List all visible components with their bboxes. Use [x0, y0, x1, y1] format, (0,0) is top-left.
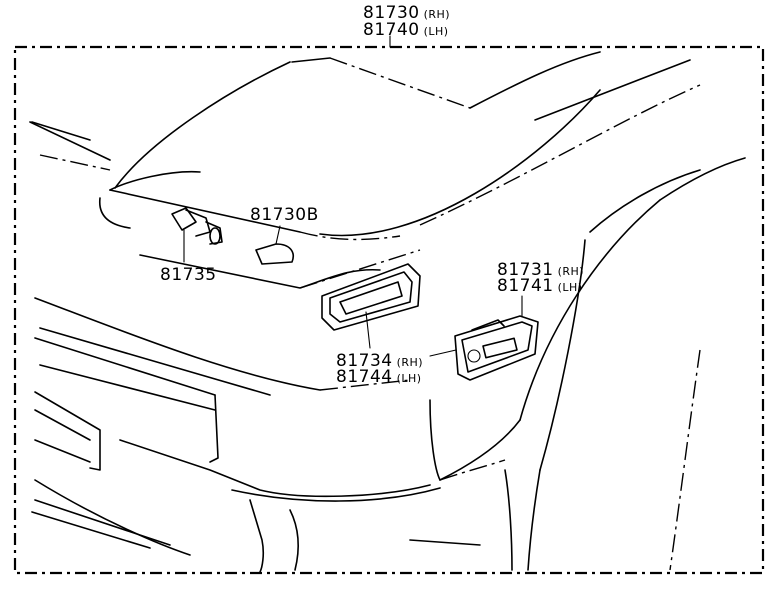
- label-gasket-lh: 81744(LH): [336, 368, 422, 388]
- side-rh: (RH): [396, 356, 424, 369]
- label-socket: 81735: [160, 266, 217, 284]
- part-number-81730b: 81730B: [250, 205, 319, 225]
- assembly-frame: [13, 45, 765, 575]
- part-number-81735: 81735: [160, 265, 217, 285]
- bulb-part: [255, 225, 294, 265]
- part-number-81741: 81741: [497, 276, 554, 296]
- lens-part: [429, 295, 539, 381]
- label-lens-lh: 81741(LH): [497, 277, 583, 297]
- part-number-81734: 81734: [336, 351, 393, 371]
- side-lh: (LH): [423, 25, 449, 38]
- label-lens-rh: 81731(RH): [497, 261, 584, 281]
- part-number-81731: 81731: [497, 260, 554, 280]
- label-main-assembly: 81730(RH): [363, 4, 450, 24]
- part-number-81730: 81730: [363, 3, 420, 23]
- side-rh: (RH): [423, 8, 451, 21]
- side-lh: (LH): [396, 372, 422, 385]
- gasket-part: [321, 263, 421, 349]
- part-number-81744: 81744: [336, 367, 393, 387]
- label-gasket-rh: 81734(RH): [336, 352, 423, 372]
- socket-part: [171, 207, 223, 263]
- part-number-81740: 81740: [363, 20, 420, 40]
- label-main-assembly-lh: 81740(LH): [363, 21, 449, 41]
- side-lh: (LH): [557, 281, 583, 294]
- vehicle-body: [29, 51, 746, 573]
- label-bulb: 81730B: [250, 206, 319, 224]
- side-rh: (RH): [557, 265, 585, 278]
